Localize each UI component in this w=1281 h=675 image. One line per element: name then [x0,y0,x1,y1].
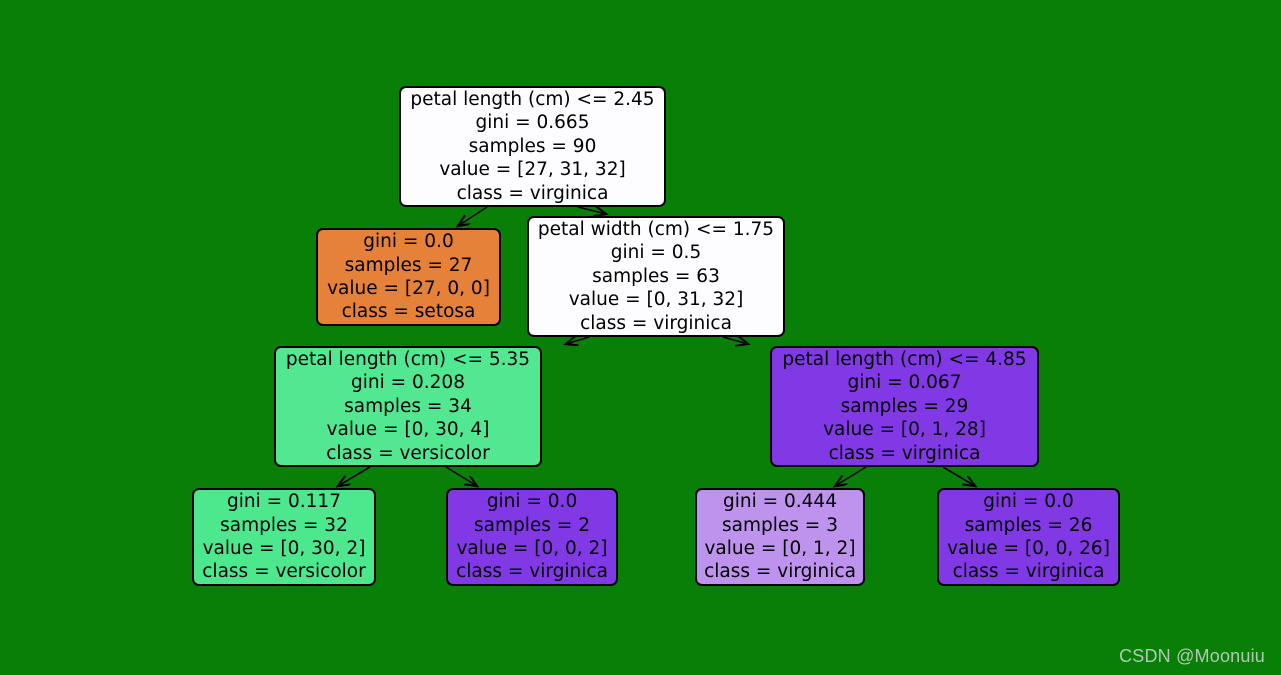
tree-node-line: petal length (cm) <= 2.45 [410,88,655,110]
tree-node-line: samples = 90 [468,135,597,157]
tree-node-line: class = virginica [704,561,856,583]
tree-node-line: gini = 0.208 [351,372,465,394]
tree-node-line: value = [0, 1, 2] [704,538,856,559]
tree-node-line: samples = 2 [474,514,590,536]
tree-edge [566,337,590,344]
tree-edge [338,466,371,486]
tree-node-line: samples = 63 [592,265,720,287]
tree-edge [458,206,488,226]
tree-node-line: petal length (cm) <= 5.35 [285,348,531,370]
tree-node-line: gini = 0.665 [475,112,590,134]
tree-node-line: class = setosa [341,301,476,323]
tree-node-line: class = virginica [952,561,1105,583]
tree-node-line: samples = 27 [344,254,473,276]
tree-node-line: class = versicolor [202,561,366,583]
tree-node-line: value = [0, 30, 4] [326,419,490,441]
tree-edge [835,466,867,486]
tree-node-line: gini = 0.444 [723,491,837,513]
tree-node-line: value = [27, 0, 0] [327,278,490,299]
tree-node-line: class = virginica [456,561,608,583]
tree-node-line: class = versicolor [326,442,490,464]
tree-node-line: value = [0, 0, 26] [947,538,1110,559]
tree-node-line: gini = 0.5 [610,242,702,264]
tree-node-line: class = virginica [828,442,981,464]
tree-node-line: gini = 0.117 [227,491,341,513]
tree-edge [722,337,748,344]
tree-node-line: gini = 0.067 [847,372,962,394]
tree-node-line: samples = 29 [840,395,969,417]
tree-node-line: value = [0, 30, 2] [202,538,366,559]
tree-node-line: value = [0, 0, 2] [456,538,608,559]
tree-edge [577,207,606,214]
tree-node-line: value = [0, 1, 28] [823,419,986,441]
tree-node-line: samples = 32 [220,514,348,536]
tree-node-line: petal length (cm) <= 4.85 [782,348,1027,370]
tree-edge [942,466,975,486]
tree-node-line: samples = 26 [964,514,1093,536]
tree-node-line: class = virginica [456,182,609,204]
tree-edge [445,466,477,486]
tree-node-line: gini = 0.0 [363,231,454,253]
tree-node-line: samples = 3 [722,514,838,536]
tree-node-line: class = virginica [580,312,732,334]
tree-node-line: value = [27, 31, 32] [439,159,626,181]
tree-node-line: gini = 0.0 [486,491,578,513]
tree-node-line: gini = 0.0 [983,491,1074,513]
tree-node-line: value = [0, 31, 32] [568,289,744,311]
tree-node-line: samples = 34 [344,395,472,417]
watermark-label: CSDN @Moonuiu [1119,646,1265,666]
tree-node-line: petal width (cm) <= 1.75 [537,218,775,240]
